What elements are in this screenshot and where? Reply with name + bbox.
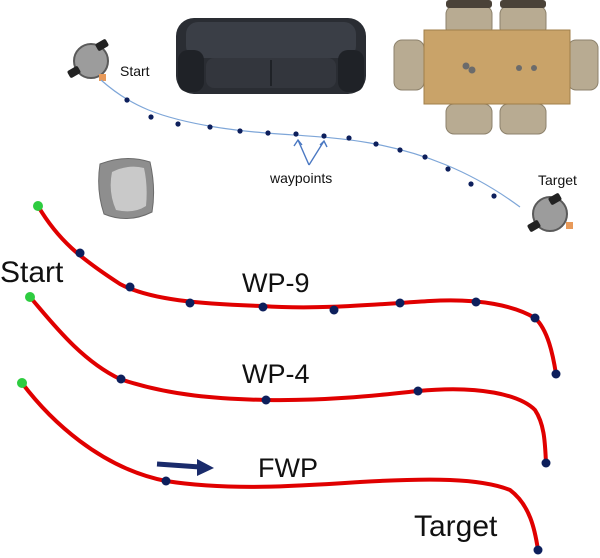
robot-icon — [67, 39, 109, 81]
robot-icon — [527, 193, 573, 232]
path-label-wp-9: WP-9 — [242, 268, 310, 298]
waypoint-dot — [75, 248, 85, 258]
start-label-bottom: Start — [0, 256, 64, 289]
waypoint-dot — [261, 395, 271, 405]
waypoint-dot — [258, 302, 268, 312]
waypoint-dot — [471, 297, 481, 307]
waypoint-dot — [185, 298, 195, 308]
waypoint-dot — [551, 369, 561, 379]
start-marker — [17, 378, 27, 388]
dining-table-icon — [393, 0, 599, 135]
waypoint-dot — [175, 121, 181, 127]
waypoint-dot — [395, 298, 405, 308]
path-label-wp-4: WP-4 — [242, 359, 310, 389]
target-label-top: Target — [538, 172, 577, 188]
waypoint-dot — [413, 386, 423, 396]
path-wp-4 — [28, 295, 548, 465]
sofa-icon — [176, 18, 366, 94]
waypoints-label: waypoints — [269, 170, 332, 186]
wp-9-waypoints — [75, 248, 561, 379]
waypoint-dot — [265, 130, 271, 136]
start-label-top: Start — [120, 63, 150, 79]
waypoint-dot — [321, 133, 327, 139]
waypoint-dot — [397, 147, 403, 153]
path-fwp — [20, 381, 540, 552]
waypoint-path — [100, 79, 521, 208]
fwp-waypoints — [161, 476, 543, 555]
path-label-fwp: FWP — [258, 453, 318, 483]
waypoint-dot — [346, 135, 352, 141]
waypoint-dot — [530, 313, 540, 323]
waypoint-dot — [373, 141, 379, 147]
arrow-right-icon — [156, 459, 214, 476]
waypoint-dot — [491, 193, 497, 199]
start-marker — [25, 292, 35, 302]
waypoint-dot — [533, 545, 543, 555]
waypoint-dot — [541, 458, 551, 468]
waypoint-dot — [329, 305, 339, 315]
waypoint-dot — [116, 374, 126, 384]
waypoint-dot — [161, 476, 171, 486]
waypoint-dot — [237, 128, 243, 134]
waypoint-dot — [468, 181, 474, 187]
waypoint-dot — [293, 131, 299, 137]
wp-4-waypoints — [116, 374, 551, 468]
waypoint-dot — [422, 154, 428, 160]
waypoints-pointer — [293, 138, 328, 166]
start-marker — [33, 201, 43, 211]
target-label-bottom: Target — [414, 510, 498, 543]
waypoint-dot — [124, 97, 130, 103]
waypoint-dot — [148, 114, 154, 120]
waypoint-dot — [207, 124, 213, 130]
waypoint-dots — [124, 97, 497, 199]
armchair-icon — [98, 158, 155, 219]
waypoint-dot — [445, 166, 451, 172]
waypoint-dot — [125, 282, 135, 292]
